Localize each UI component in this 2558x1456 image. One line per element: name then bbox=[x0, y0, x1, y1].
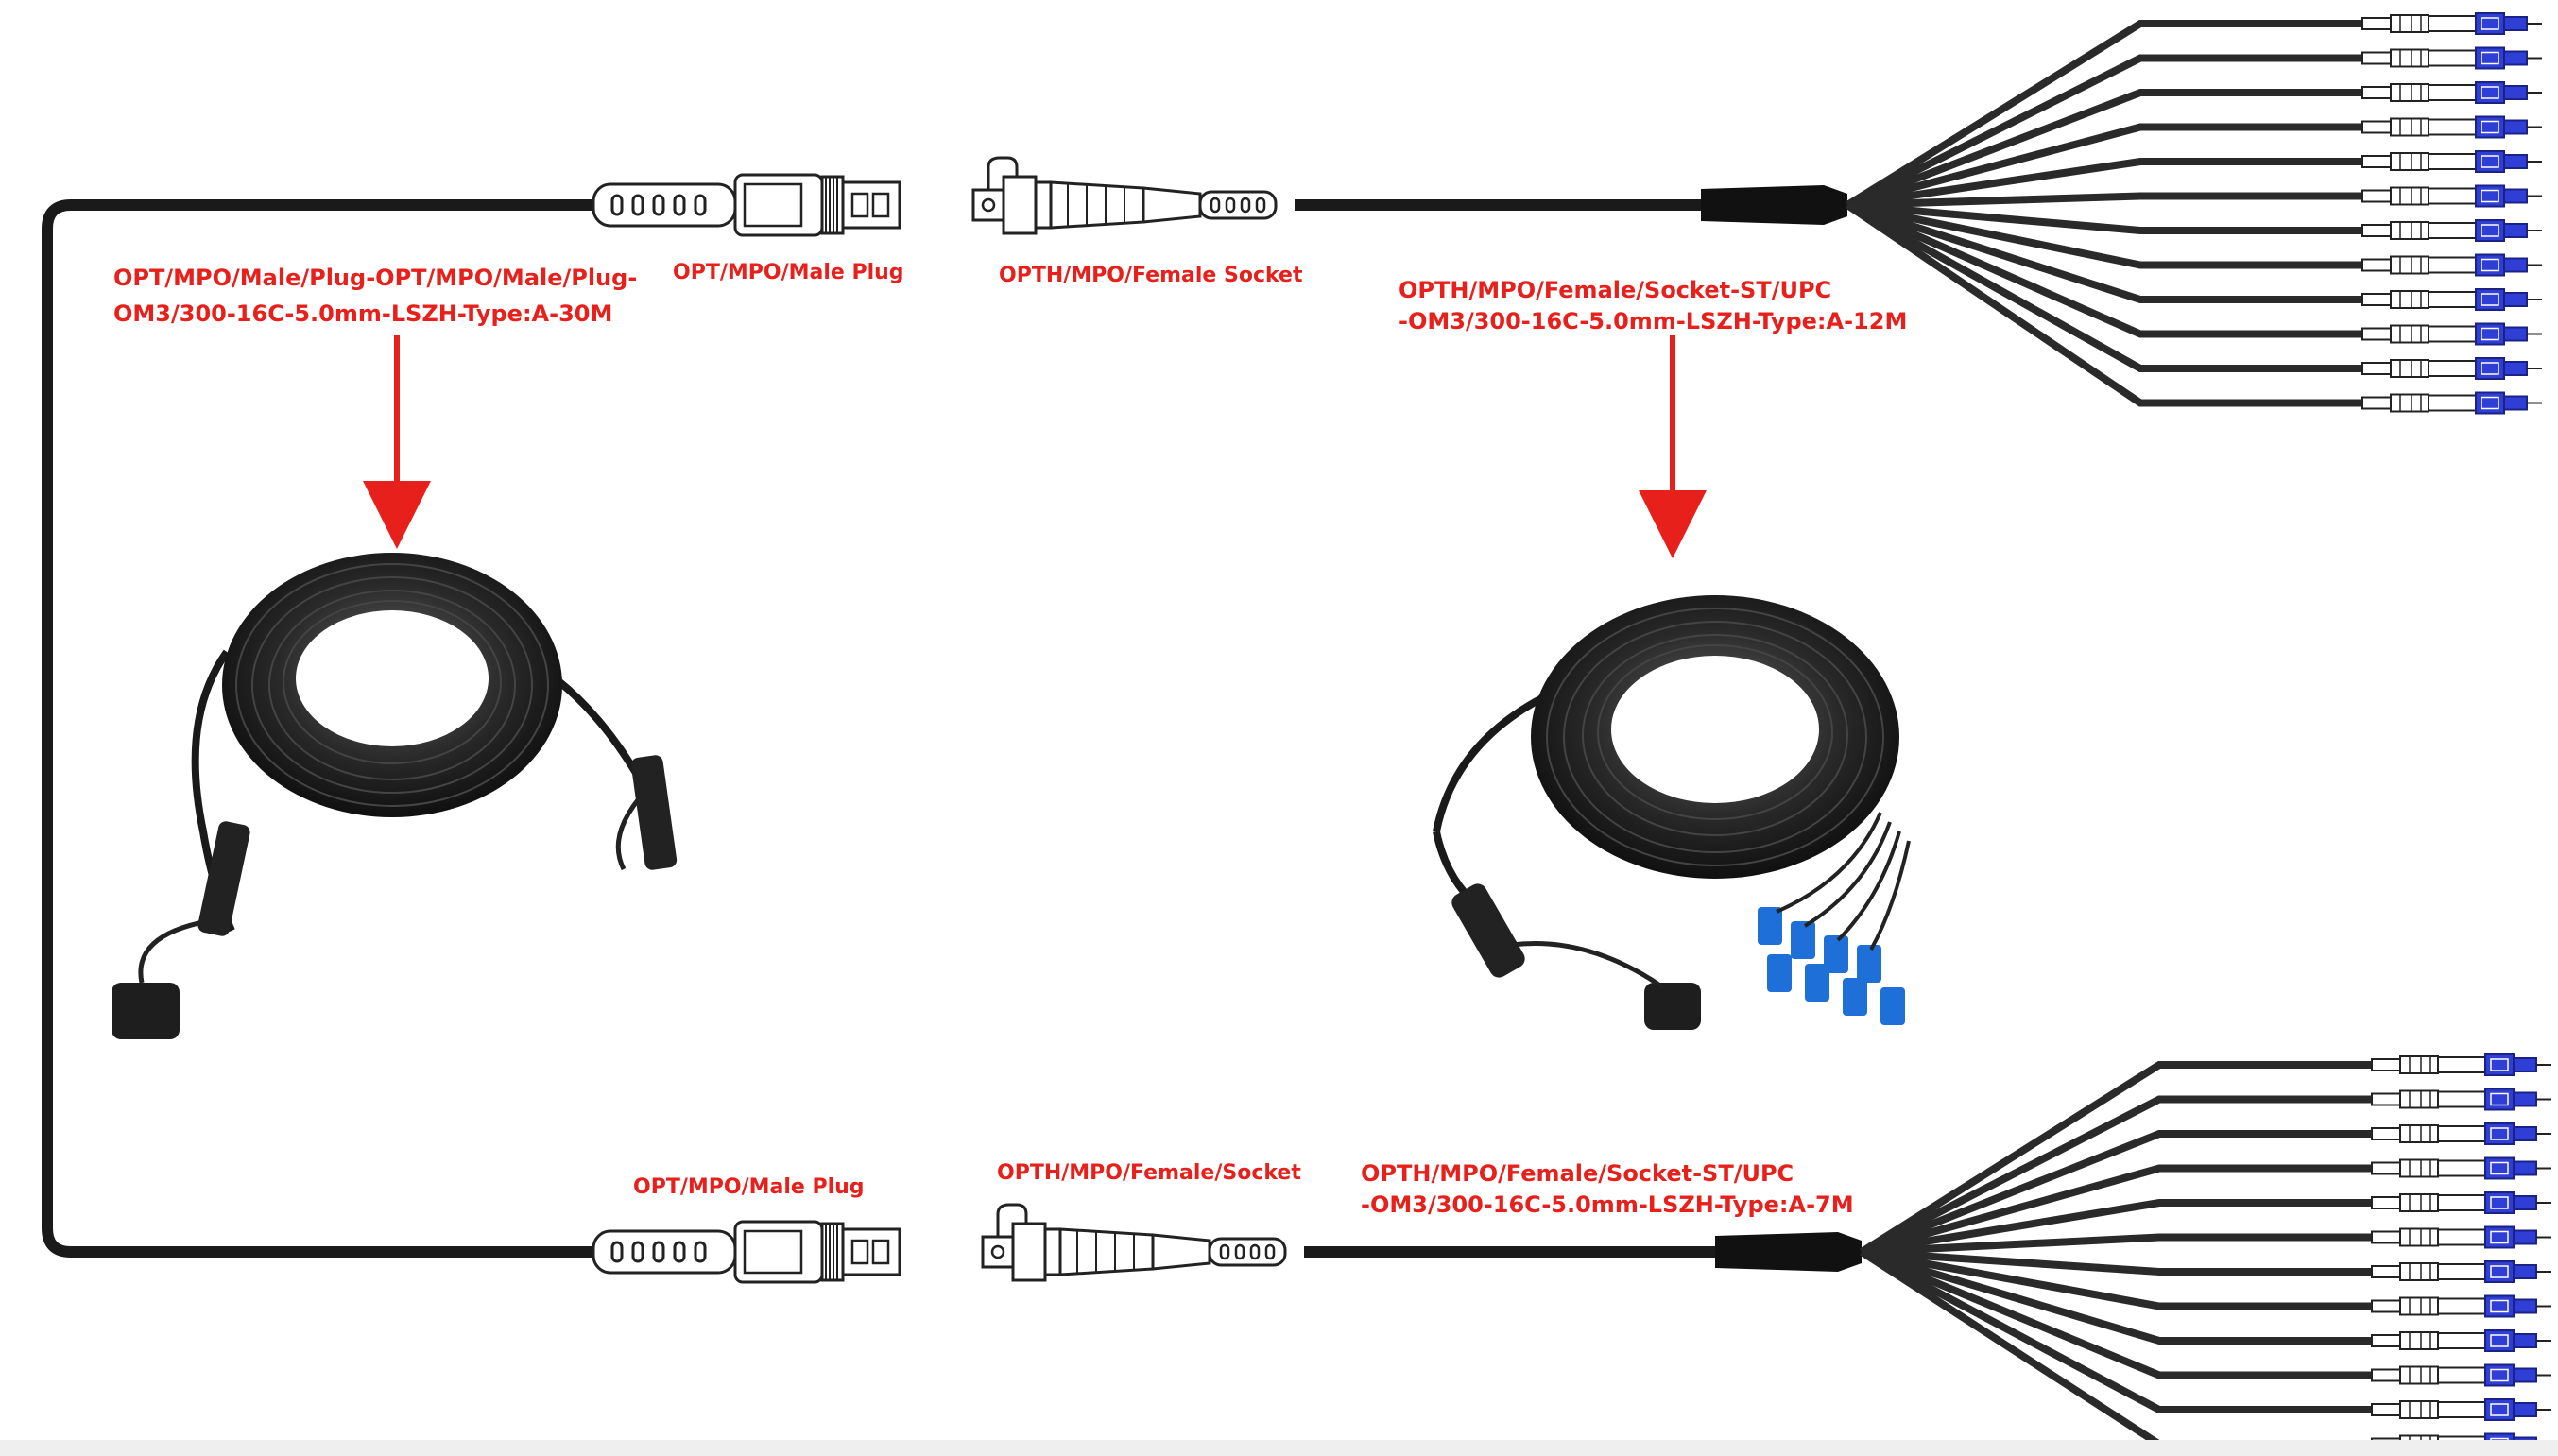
bottom-female-socket-label: OPTH/MPO/Female/Socket bbox=[997, 1161, 1301, 1185]
bottom-female-socket bbox=[981, 1203, 1287, 1282]
fanout-leg bbox=[1846, 158, 2362, 209]
st-connector-icon bbox=[2371, 1363, 2552, 1387]
top-male-plug-label: OPT/MPO/Male Plug bbox=[673, 261, 904, 284]
st-connector-icon bbox=[2371, 1260, 2552, 1283]
fanout-leg bbox=[1845, 20, 2362, 209]
top-female-socket-label: OPTH/MPO/Female Socket bbox=[999, 264, 1303, 287]
top-fanout-label-line2: -OM3/300-16C-5.0mm-LSZH-Type:A-12M bbox=[1399, 308, 1907, 334]
st-connector-icon bbox=[2361, 81, 2543, 104]
fanout-leg bbox=[1846, 54, 2362, 209]
fanout-leg bbox=[1846, 201, 2362, 303]
st-connector-icon bbox=[2371, 1053, 2552, 1076]
fanout-leg bbox=[1846, 201, 2362, 372]
fanout-leg bbox=[1860, 1095, 2372, 1256]
fanout-leg bbox=[1846, 201, 2362, 269]
trunk-cable-label-line2: OM3/300-16C-5.0mm-LSZH-Type:A-30M bbox=[113, 300, 612, 327]
st-connector-icon bbox=[2361, 288, 2543, 311]
bottom-fanout-label-line1: OPTH/MPO/Female/Socket-ST/UPC bbox=[1361, 1160, 1794, 1187]
st-connector-icon bbox=[2371, 1191, 2552, 1214]
st-connector-icon bbox=[2361, 115, 2543, 139]
fanout-leg bbox=[1846, 201, 2362, 234]
trunk-cable-label-line1: OPT/MPO/Male/Plug-OPT/MPO/Male/Plug- bbox=[113, 265, 637, 291]
st-connector-icon bbox=[2361, 322, 2543, 346]
bottom-male-plug-label: OPT/MPO/Male Plug bbox=[633, 1175, 865, 1199]
bottom-male-plug bbox=[592, 1220, 901, 1284]
trunk-cable-loop bbox=[42, 199, 593, 1258]
fanout-leg bbox=[1860, 1248, 2372, 1413]
page-bottom-strip bbox=[0, 1440, 2558, 1456]
fanout-leg bbox=[1861, 1248, 2372, 1276]
fanout-leg bbox=[1845, 201, 2362, 407]
fanout-leg bbox=[1861, 1233, 2372, 1256]
st-connector-icon bbox=[2371, 1329, 2552, 1352]
st-connector-icon bbox=[2361, 12, 2543, 35]
bottom-fanout-label-line2: -OM3/300-16C-5.0mm-LSZH-Type:A-7M bbox=[1361, 1191, 1854, 1218]
fanout-leg bbox=[1860, 1130, 2372, 1256]
st-connector-icon bbox=[2361, 184, 2543, 208]
fanout-leg bbox=[1859, 1061, 2372, 1256]
top-breakout-boot bbox=[1701, 185, 1847, 225]
st-connector-icon bbox=[2371, 1398, 2552, 1421]
st-connector-icon bbox=[2371, 1225, 2552, 1249]
st-connector-icon bbox=[2371, 1088, 2552, 1111]
top-fanout-legs bbox=[1845, 12, 2543, 415]
fanout-leg bbox=[1846, 201, 2362, 338]
st-connector-icon bbox=[2361, 219, 2543, 242]
st-connector-icon bbox=[2371, 1122, 2552, 1145]
st-connector-icon bbox=[2361, 46, 2543, 70]
st-connector-icon bbox=[2361, 253, 2543, 277]
fanout-leg bbox=[1860, 1164, 2372, 1256]
trunk-cable-coil-icon bbox=[112, 553, 678, 1039]
top-female-socket bbox=[971, 156, 1278, 235]
fanout-leg bbox=[1846, 123, 2362, 209]
bottom-breakout-boot bbox=[1715, 1232, 1862, 1272]
st-connector-icon bbox=[2371, 1156, 2552, 1180]
st-connector-icon bbox=[2361, 357, 2543, 380]
fanout-leg bbox=[1846, 192, 2362, 209]
st-connector-icon bbox=[2361, 150, 2543, 173]
bottom-fanout-legs bbox=[1859, 1053, 2552, 1456]
top-fanout-label-line1: OPTH/MPO/Female/Socket-ST/UPC bbox=[1399, 277, 1831, 303]
st-connector-icon bbox=[2371, 1294, 2552, 1318]
fanout-leg bbox=[1860, 1248, 2372, 1345]
fanout-leg bbox=[1861, 1199, 2372, 1256]
fanout-leg bbox=[1860, 1248, 2372, 1379]
fanout-leg bbox=[1861, 1248, 2372, 1310]
top-male-plug bbox=[592, 173, 901, 237]
fanout-leg bbox=[1846, 89, 2362, 209]
st-connector-icon bbox=[2361, 391, 2543, 415]
fanout-cable-coil-icon bbox=[1433, 595, 1911, 1030]
